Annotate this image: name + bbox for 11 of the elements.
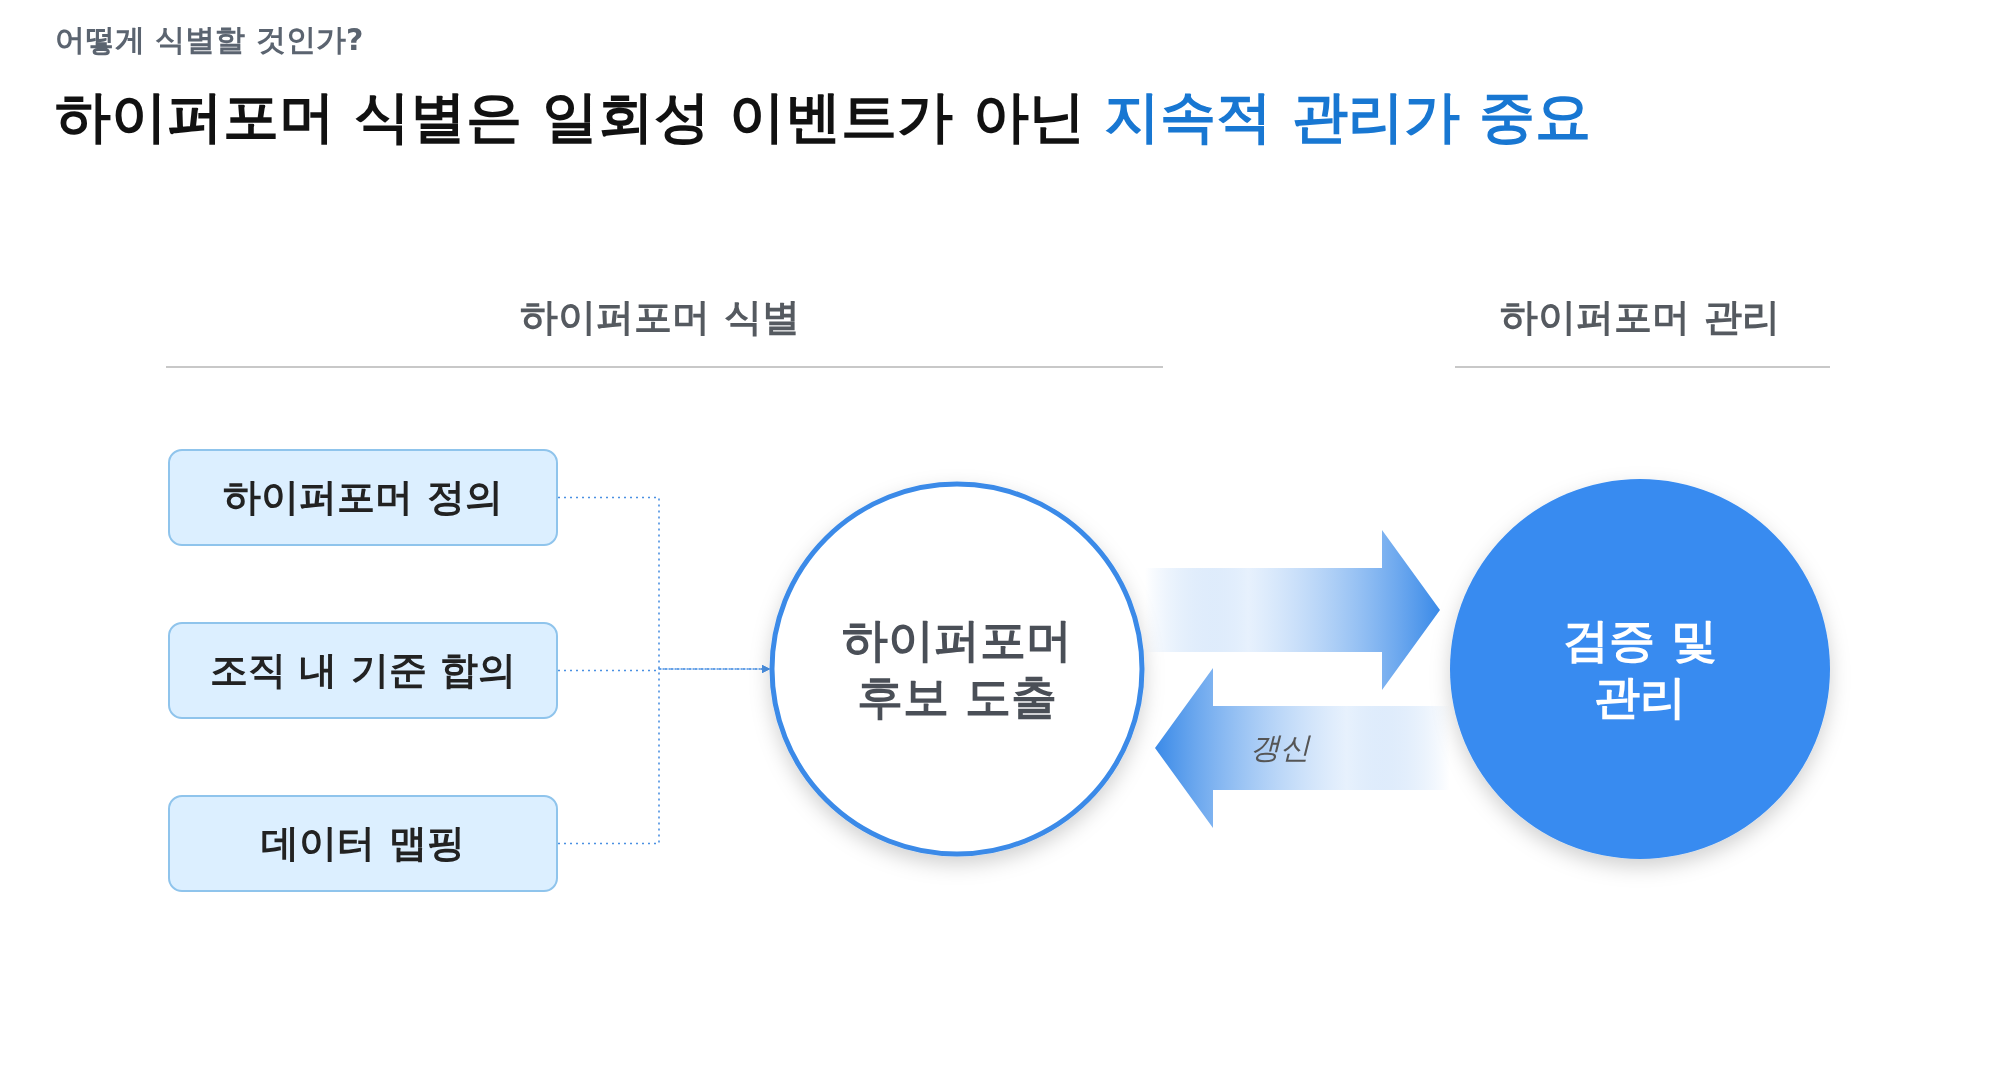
connector <box>557 665 770 845</box>
slide-title: 하이퍼포머 식별은 일회성 이벤트가 아닌 지속적 관리가 중요 <box>55 83 1592 151</box>
outlined-circle: 하이퍼포머 후보 도출 <box>769 481 1145 857</box>
process-box: 조직 내 기준 합의 <box>168 622 558 719</box>
process-box: 데이터 맵핑 <box>168 795 558 892</box>
subtitle: 어떻게 식별할 것인가? <box>55 21 364 59</box>
section-heading: 하이퍼포머 식별 <box>519 294 801 341</box>
process-box: 하이퍼포머 정의 <box>168 449 558 546</box>
filled-circle: 검증 및 관리 <box>1450 479 1830 859</box>
section-heading: 하이퍼포머 관리 <box>1499 294 1781 341</box>
edge-label: 갱신 <box>1250 729 1310 767</box>
